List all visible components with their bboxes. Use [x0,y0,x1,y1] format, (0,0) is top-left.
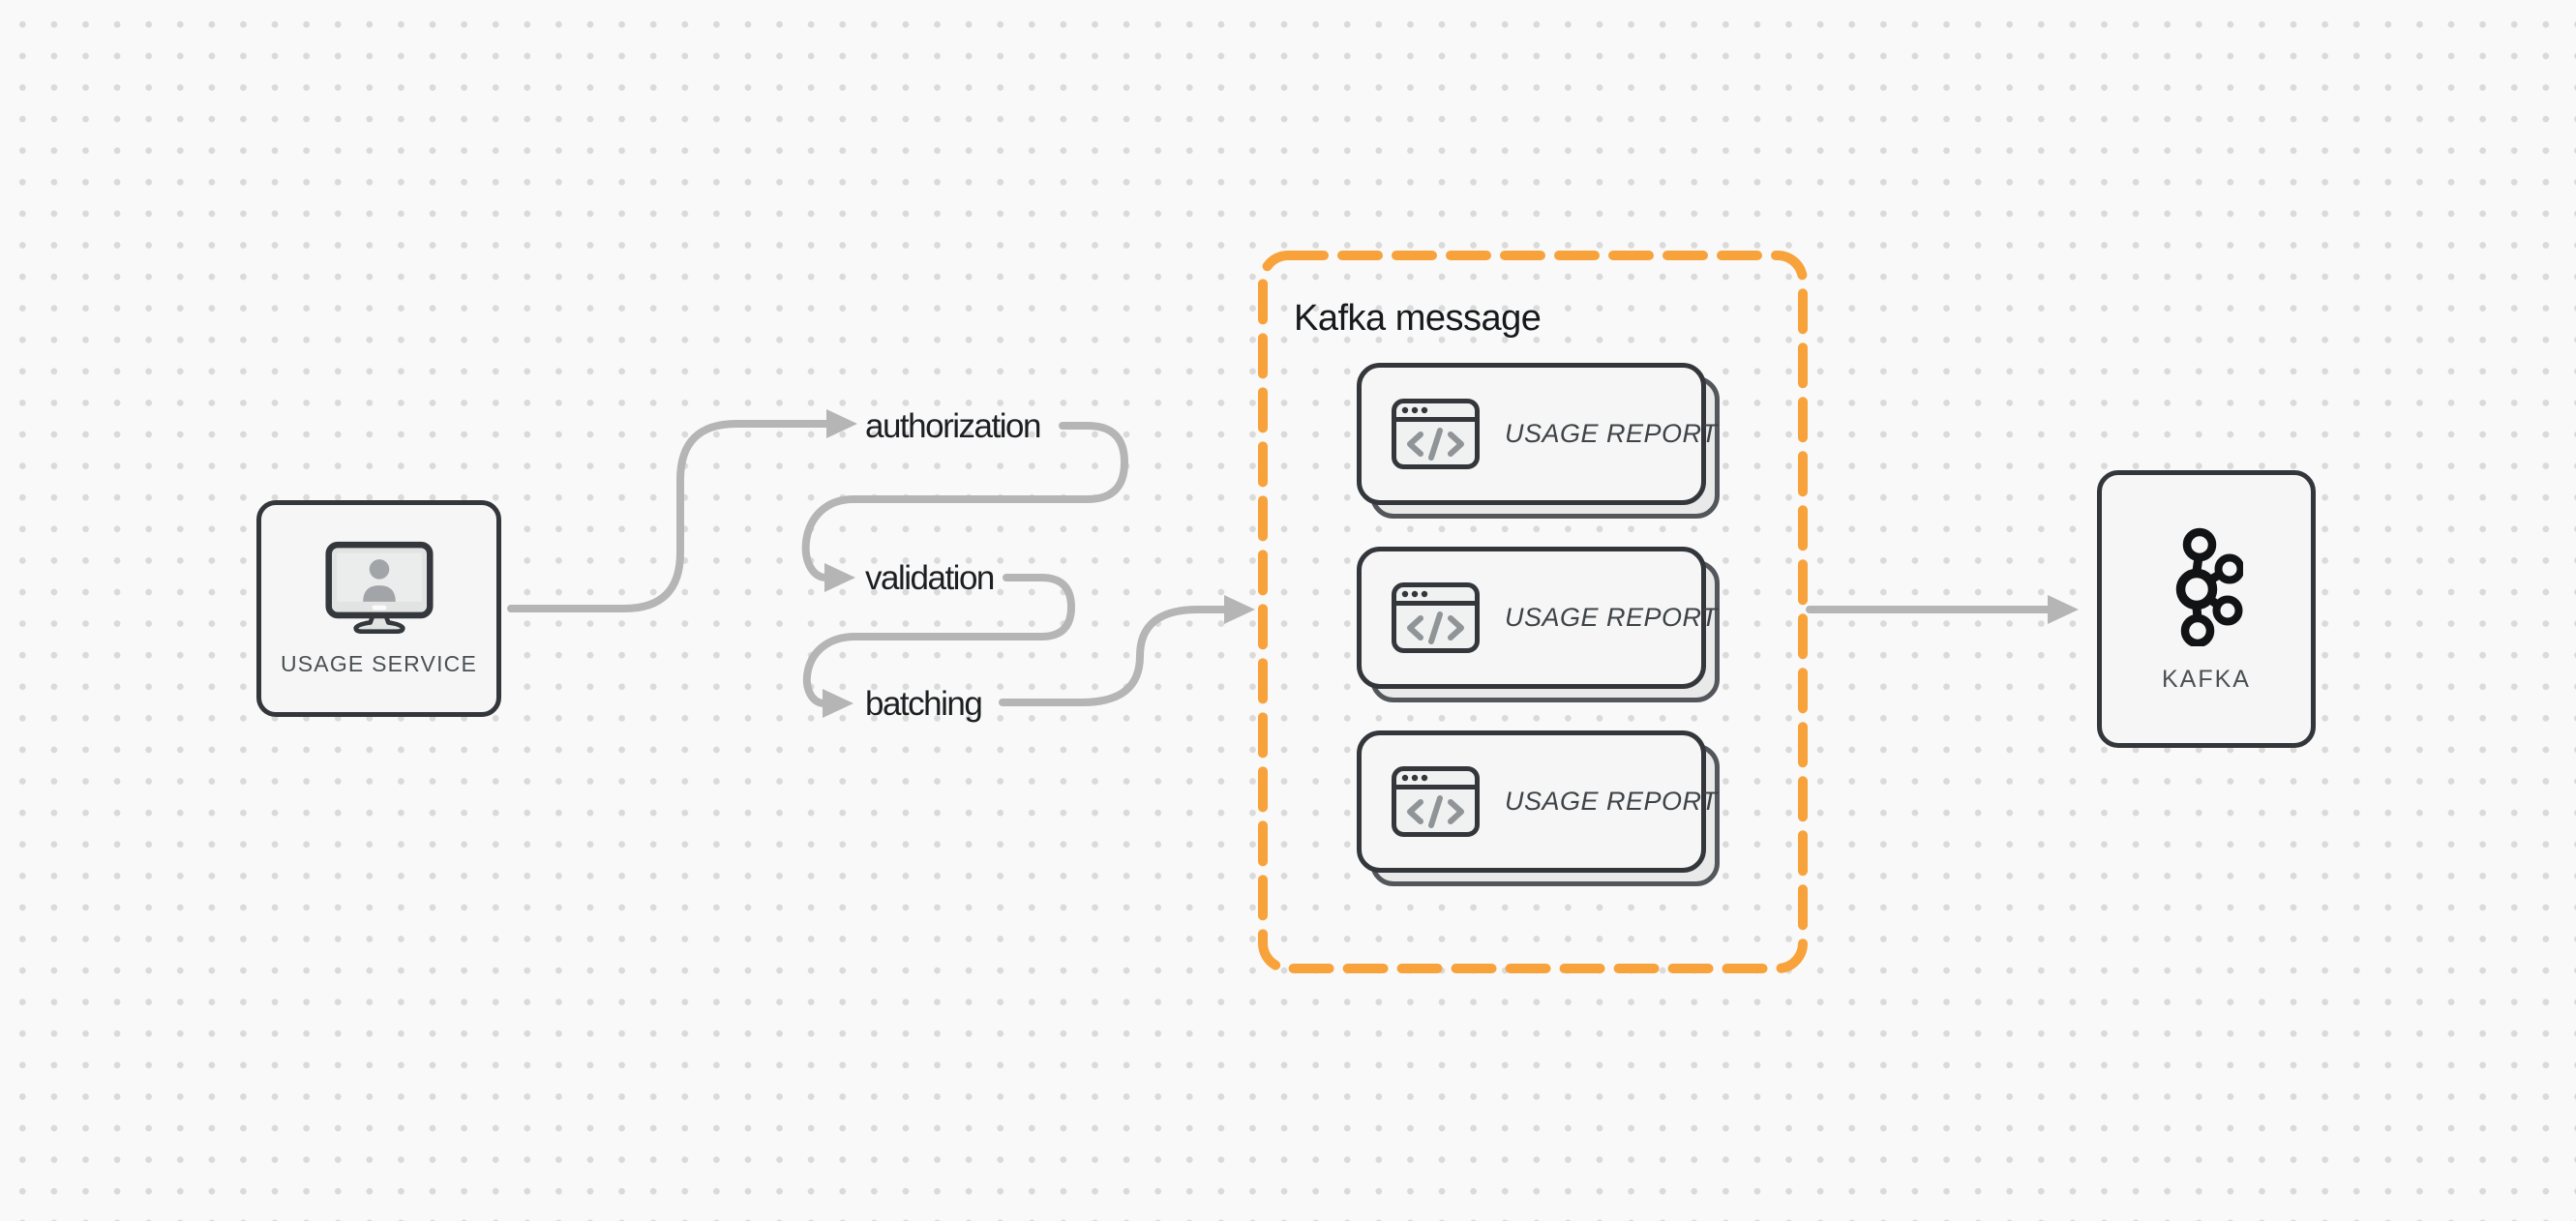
usage-report-card: USAGE REPORT [1357,730,1720,886]
node-usage-service-label: USAGE SERVICE [280,650,478,676]
arrowhead-icon [1224,595,1255,624]
monitor-user-icon [324,541,434,634]
arrowhead-icon [826,409,857,438]
arrowhead-icon [823,689,854,718]
arrowhead-icon [824,563,855,592]
browser-code-icon [1392,399,1480,469]
usage-report-card: USAGE REPORT [1357,547,1720,702]
usage-report-label: USAGE REPORT [1505,603,1719,632]
flow-step-batching: batching [865,685,983,723]
kafka-message-group-border [1258,251,1808,973]
usage-report-label: USAGE REPORT [1505,787,1719,816]
usage-report-card: USAGE REPORT [1357,363,1720,519]
arrow-batching-to-group [999,606,1230,706]
flow-step-validation: validation [865,559,995,597]
arrowhead-icon [2048,595,2079,624]
arrow-authorization-to-validation [801,422,1129,581]
arrow-usage-to-authorization [507,420,830,612]
arrow-validation-to-batching [802,574,1076,707]
usage-report-label: USAGE REPORT [1505,419,1719,448]
browser-code-icon [1392,582,1480,653]
node-usage-service: USAGE SERVICE [256,500,501,717]
node-kafka: KAFKA [2097,470,2316,748]
flow-step-authorization: authorization [865,407,1041,445]
kafka-logo-icon [2175,527,2243,646]
kafka-message-group-title: Kafka message [1294,298,1542,339]
browser-code-icon [1392,766,1480,837]
node-kafka-label: KAFKA [2162,666,2251,693]
